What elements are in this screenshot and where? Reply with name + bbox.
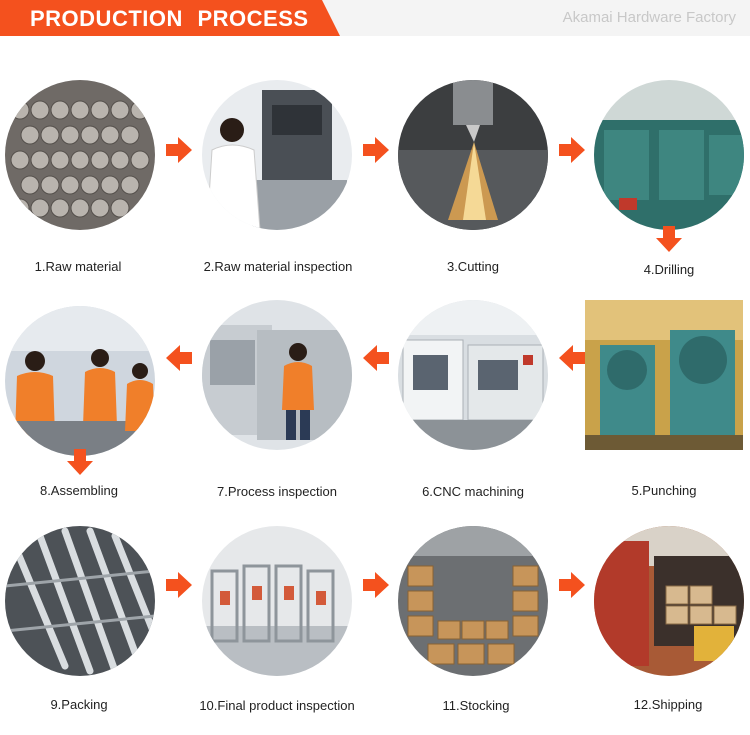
step-raw-material-photo (5, 80, 155, 230)
step-drilling-photo (594, 80, 744, 230)
step-shipping-photo (594, 526, 744, 676)
arrow-left-icon (361, 343, 391, 373)
step-cutting-photo (398, 80, 548, 230)
brand-name: Akamai Hardware Factory (563, 9, 736, 26)
arrow-down-icon (654, 224, 684, 254)
step-inspection-photo (202, 80, 352, 230)
step-label-stocking: 11.Stocking (381, 698, 571, 713)
step-final-inspection-photo (202, 526, 352, 676)
step-label-assembling: 8.Assembling (0, 483, 174, 498)
step-label-drilling: 4.Drilling (574, 262, 750, 277)
step-stocking-photo (398, 526, 548, 676)
step-label-final-product-inspection: 10.Final product inspection (182, 698, 372, 713)
arrow-left-icon (557, 343, 587, 373)
step-label-raw-material: 1.Raw material (0, 259, 173, 274)
step-label-punching: 5.Punching (569, 483, 750, 498)
step-label-cnc-machining: 6.CNC machining (378, 484, 568, 499)
arrow-right-icon (557, 570, 587, 600)
step-assembling-photo (5, 306, 155, 456)
step-label-cutting: 3.Cutting (378, 259, 568, 274)
page-title: PRODUCTION PROCESS (30, 6, 309, 32)
step-punching-photo (585, 300, 743, 450)
step-label-raw-material-inspection: 2.Raw material inspection (183, 259, 373, 274)
arrow-down-icon (65, 447, 95, 477)
arrow-right-icon (164, 135, 194, 165)
step-packing-photo (5, 526, 155, 676)
step-label-shipping: 12.Shipping (573, 697, 750, 712)
arrow-right-icon (361, 570, 391, 600)
arrow-left-icon (164, 343, 194, 373)
step-process-inspection-photo (202, 300, 352, 450)
arrow-right-icon (164, 570, 194, 600)
arrow-right-icon (557, 135, 587, 165)
step-label-packing: 9.Packing (0, 697, 174, 712)
step-label-process-inspection: 7.Process inspection (182, 484, 372, 499)
arrow-right-icon (361, 135, 391, 165)
step-cnc-photo (398, 300, 548, 450)
